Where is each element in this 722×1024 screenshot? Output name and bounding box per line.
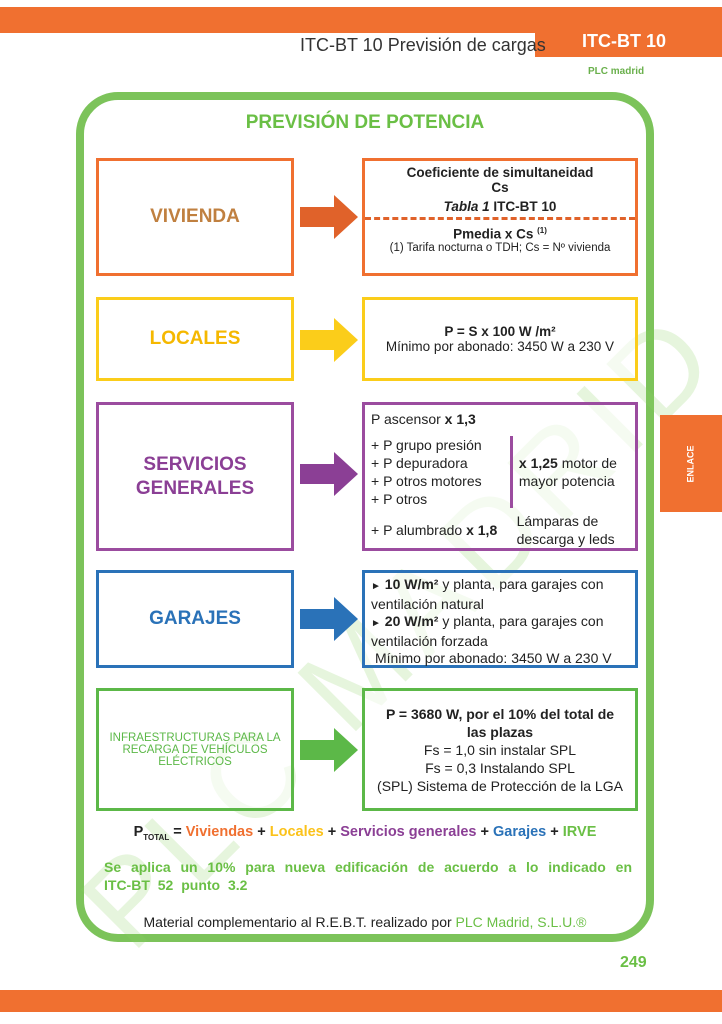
- garajes-label: GARAJES: [149, 608, 241, 629]
- vivienda-box: VIVIENDA: [96, 158, 294, 276]
- arrow-icon: [300, 728, 358, 772]
- vivienda-line: Pmedia x Cs (1): [453, 226, 547, 242]
- content-panel: [76, 92, 654, 942]
- servicios-item: + P grupo presión: [371, 437, 482, 453]
- top-bar: [0, 7, 722, 33]
- locales-detail: P = S x 100 W /m² Mínimo por abonado: 34…: [362, 297, 638, 381]
- vivienda-label: VIVIENDA: [150, 206, 240, 227]
- locales-line: Mínimo por abonado: 3450 W a 230 V: [385, 339, 615, 354]
- logo: PLC madrid: [588, 66, 645, 77]
- irve-line: P = 3680 W, por el 10% del total de las …: [385, 705, 615, 740]
- irve-box: INFRAESTRUCTURAS PARA LA RECARGA DE VEHÍ…: [96, 688, 294, 811]
- servicios-item: + P depuradora: [371, 455, 468, 471]
- irve-label: INFRAESTRUCTURAS PARA LA RECARGA DE VEHÍ…: [109, 731, 281, 768]
- arrow-icon: [300, 452, 358, 496]
- page-number: 249: [620, 954, 647, 971]
- irve-detail: P = 3680 W, por el 10% del total de las …: [362, 688, 638, 811]
- servicios-box: SERVICIOS GENERALES: [96, 402, 294, 551]
- vivienda-footnote: (1) Tarifa nocturna o TDH; Cs = Nº vivie…: [389, 241, 611, 254]
- servicios-detail: P ascensor x 1,3 + P grupo presión + P d…: [362, 402, 638, 551]
- garajes-line: ► 10 W/m² y planta, para garajes con ven…: [371, 576, 604, 612]
- garajes-box: GARAJES: [96, 570, 294, 668]
- servicios-lamp-note: Lámparas de descarga y leds: [516, 513, 615, 547]
- irve-line: (SPL) Sistema de Protección de la LGA: [377, 777, 623, 794]
- footer-credit: Material complementario al R.E.B.T. real…: [143, 914, 587, 930]
- note: Se aplica un 10% para nueva edificación …: [104, 859, 632, 893]
- locales-label: LOCALES: [149, 328, 241, 349]
- locales-line: P = S x 100 W /m²: [444, 324, 556, 339]
- arrow-icon: [300, 318, 358, 362]
- vivienda-line: Cs: [491, 180, 509, 195]
- header-code: ITC-BT 10: [582, 31, 667, 51]
- garajes-line: Mínimo por abonado: 3450 W a 230 V: [375, 650, 612, 666]
- header-title: ITC-BT 10 Previsión de cargas: [300, 35, 546, 55]
- irve-line: Fs = 0,3 Instalando SPL: [425, 759, 575, 776]
- vivienda-line: Coeficiente de simultaneidad: [406, 165, 594, 180]
- servicios-line: P ascensor x 1,3: [371, 411, 476, 427]
- servicios-label: SERVICIOS GENERALES: [135, 453, 255, 499]
- garajes-detail: ► 10 W/m² y planta, para garajes con ven…: [362, 570, 638, 668]
- bottom-bar: [0, 990, 722, 1012]
- enlace-label: ENLACE: [685, 444, 696, 483]
- enlace-tab[interactable]: ENLACE: [660, 415, 722, 512]
- irve-line: Fs = 1,0 sin instalar SPL: [423, 741, 577, 758]
- servicios-item: + P otros: [371, 491, 428, 507]
- locales-box: LOCALES: [96, 297, 294, 381]
- garajes-line: ► 20 W/m² y planta, para garajes con ven…: [371, 613, 604, 649]
- servicios-motor-note: x 1,25 motor de mayor potencia: [509, 436, 629, 508]
- arrow-icon: [300, 195, 358, 239]
- servicios-item: + P otros motores: [371, 473, 482, 489]
- vivienda-line: Tabla 1 ITC-BT 10: [443, 199, 557, 214]
- servicios-line: + P alumbrado x 1,8: [371, 522, 498, 538]
- top-tab: [535, 33, 722, 57]
- dashed-divider: [365, 217, 635, 220]
- vivienda-detail: Coeficiente de simultaneidad Cs Tabla 1 …: [362, 158, 638, 276]
- arrow-icon: [300, 597, 358, 641]
- main-title: PREVISIÓN DE POTENCIA: [245, 112, 485, 133]
- total-formula: PTOTAL = Viviendas + Locales + Servicios…: [133, 824, 597, 842]
